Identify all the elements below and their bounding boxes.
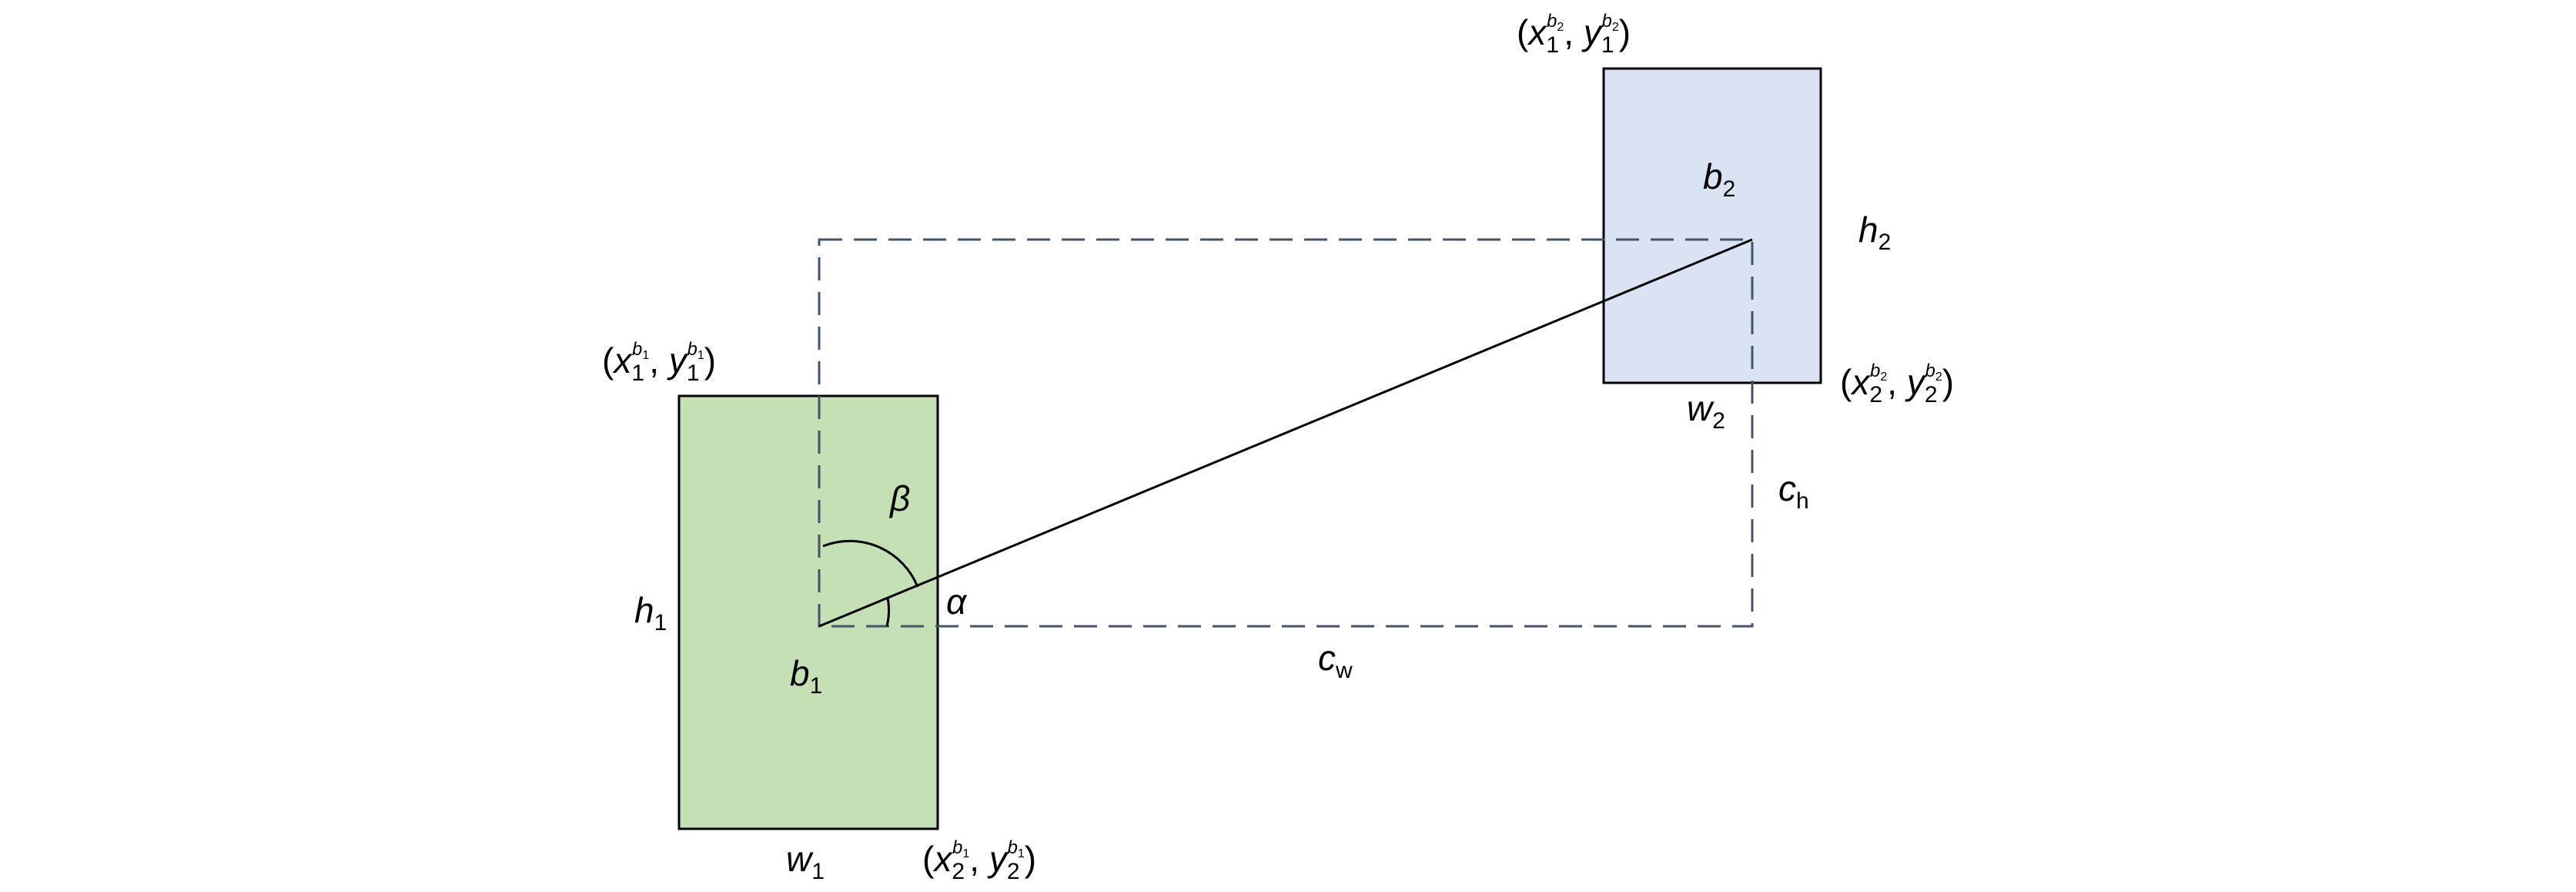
center-distance-rectangle (818, 238, 1754, 628)
box-b1 (677, 394, 939, 830)
label-beta: β (888, 478, 910, 518)
coord-b2-bottom-right: (x2b2, y2b2) (1840, 360, 1954, 407)
coord-b2-top-left: (x1b2, y1b2) (1517, 11, 1631, 58)
label-b1: b1 (790, 653, 822, 699)
center-connecting-line (818, 238, 1753, 628)
label-ch: ch (1778, 468, 1809, 514)
coord-b1-bottom-right: (x2b1, y2b1) (922, 837, 1036, 884)
label-w2: w2 (1687, 388, 1725, 434)
label-cw: cw (1318, 638, 1353, 683)
alpha-angle-arc (885, 597, 890, 627)
label-alpha: α (946, 582, 968, 622)
box-b2 (1602, 67, 1822, 384)
coord-b1-top-left: (x1b1, y1b1) (602, 339, 716, 386)
label-h1: h1 (634, 590, 667, 635)
label-h2: h2 (1858, 210, 1891, 255)
label-w1: w1 (786, 839, 825, 884)
beta-angle-arc (822, 539, 919, 588)
label-b2: b2 (1703, 156, 1735, 202)
